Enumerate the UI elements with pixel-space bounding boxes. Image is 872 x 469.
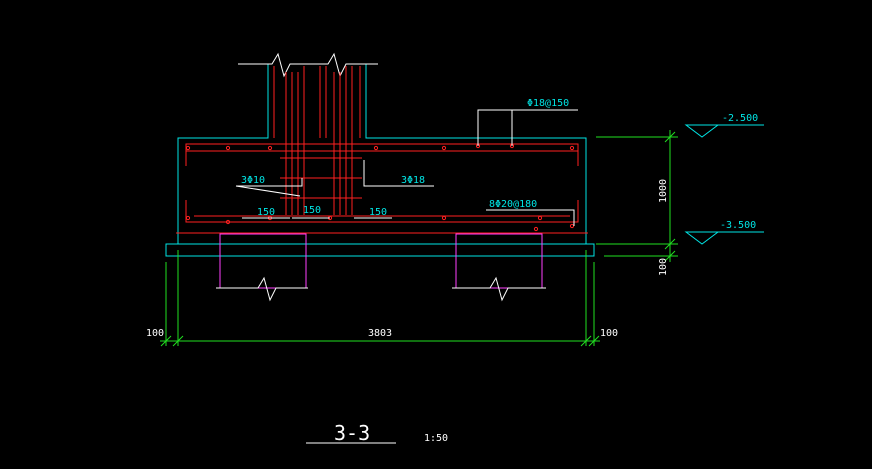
cap-rebar: [176, 143, 588, 234]
column-rebar: [273, 66, 361, 215]
elevation-top: -2.500: [722, 113, 758, 124]
rebar-dot: [441, 215, 447, 221]
dim-cushion: 100: [658, 258, 669, 276]
dim-height: 1000: [658, 179, 669, 203]
leader-lines: [235, 109, 578, 226]
foundation-outline: [165, 64, 595, 257]
rebar-dot: [533, 226, 539, 232]
spacing-label: 150: [257, 207, 275, 218]
column-break-line: [238, 52, 378, 78]
rebar-dot: [569, 145, 575, 151]
dim-right: 100: [600, 328, 618, 339]
elevation-bottom: -3.500: [720, 220, 756, 231]
rebar-dot: [537, 215, 543, 221]
dim-left: 100: [146, 328, 164, 339]
rebar-label-right: 3Φ18: [401, 175, 425, 186]
rebar-dot: [225, 145, 231, 151]
pile-break-lines: [216, 276, 546, 302]
dim-total: 3803: [368, 328, 392, 339]
pile-right: [455, 233, 543, 289]
vertical-dimension: [596, 130, 678, 262]
rebar-dot: [441, 145, 447, 151]
section-scale: 1:50: [424, 433, 448, 444]
elevation-markers: [684, 124, 764, 245]
section-title: 3-3: [334, 421, 370, 445]
rebar-label-bottom: 8Φ20@180: [489, 199, 537, 210]
horizontal-dimension: [160, 250, 600, 347]
rebar-dot: [185, 215, 191, 221]
rebar-label-top: Φ18@150: [527, 98, 569, 109]
spacing-label: 150: [303, 205, 321, 216]
rebar-dot: [225, 219, 231, 225]
spacing-label: 150: [369, 207, 387, 218]
rebar-dot: [185, 145, 191, 151]
rebar-dot: [267, 145, 273, 151]
rebar-dot: [569, 223, 575, 229]
pile-left: [219, 233, 307, 289]
rebar-dot: [373, 145, 379, 151]
rebar-label-left: 3Φ10: [241, 175, 265, 186]
rebar-dots: [185, 143, 575, 232]
